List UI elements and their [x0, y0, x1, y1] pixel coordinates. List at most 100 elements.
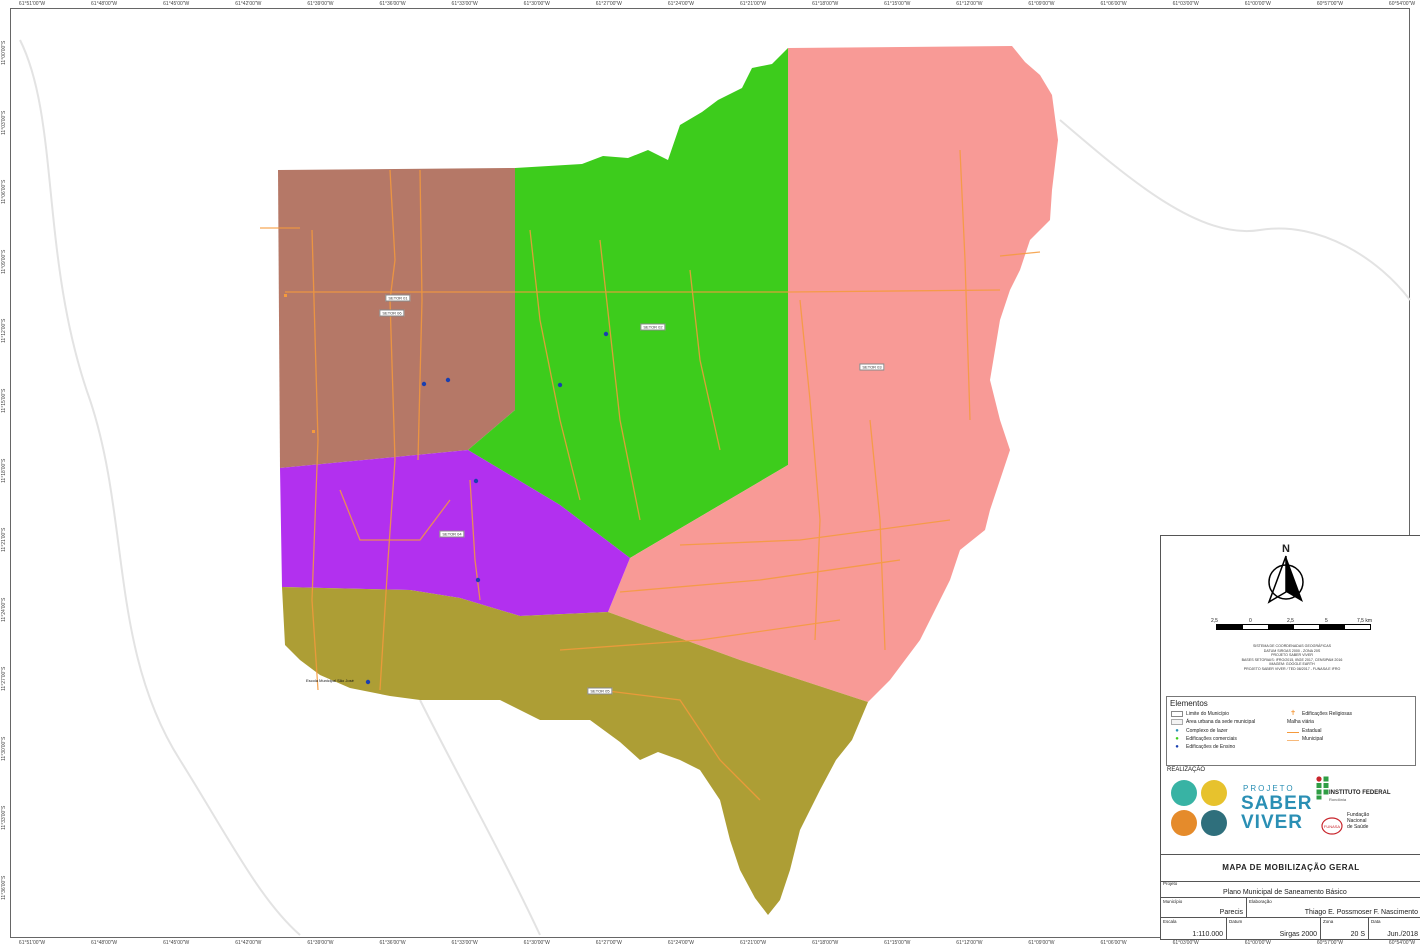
cell-value: Sirgas 2000: [1279, 931, 1317, 938]
top-tick-label: 61°18'00"W: [812, 1, 839, 7]
crs-notes: SISTEMA DE COORDENADAS GEOGRÁFICAS DATUM…: [1181, 644, 1403, 672]
bottom-tick-label: 61°51'00"W: [18, 940, 46, 946]
instituto-federal-logo-icon: [1316, 776, 1329, 800]
crs-line: PROJETO SABER VIVER: [1271, 653, 1313, 658]
school-marker-icon: ●: [1175, 744, 1179, 750]
bottom-tick-label: 61°24'00"W: [667, 940, 695, 946]
road-network: [260, 149, 1041, 801]
top-tick-label: 61°48'00"W: [91, 1, 118, 7]
zone-green[interactable]: [468, 48, 788, 558]
cell-value: Jun./2018: [1387, 931, 1418, 938]
bottom-tick-label: 61°09'00"W: [1028, 940, 1055, 946]
logo-projeto-text: PROJETO: [1243, 784, 1295, 793]
leisure-marker-icon: ●: [1175, 728, 1179, 734]
zone-olive[interactable]: [282, 587, 868, 915]
logo-viver-text: VIVER: [1241, 812, 1304, 833]
legend-item-ensino: ● Edificações de Ensino: [1171, 744, 1235, 750]
legend-label: Estadual: [1302, 728, 1322, 734]
cell-label: Data: [1371, 919, 1381, 924]
cell-label: Datum: [1229, 919, 1243, 924]
bottom-tick-label: 61°03'00"W: [1172, 940, 1199, 946]
legend-label: Edificações comerciais: [1186, 736, 1237, 742]
cell-label: Escala: [1163, 919, 1177, 924]
top-tick-label: 61°15'00"W: [884, 1, 911, 7]
realizacao-label: REALIZAÇÃO: [1167, 767, 1206, 773]
bottom-tick-label: 61°36'00"W: [379, 940, 406, 946]
legend-item-religiosas: ✝ Edificações Religiosas: [1287, 710, 1352, 717]
instituto-federal-text: INSTITUTO FEDERAL: [1329, 790, 1391, 796]
cell-municipio: Município Parecis: [1161, 898, 1247, 917]
top-tick-label: 61°21'00"W: [739, 1, 767, 7]
logo-circle-icon: [1171, 810, 1197, 836]
top-tick-label: 61°03'00"W: [1172, 1, 1199, 7]
legend-title: Elementos: [1170, 699, 1208, 708]
cell-projeto: Projeto Plano Municipal de Saneamento Bá…: [1161, 880, 1420, 897]
legend-item-lazer: ● Complexo de lazer: [1171, 728, 1228, 734]
top-tick-label: 61°42'00"W: [235, 1, 262, 7]
zone-brown[interactable]: [278, 168, 515, 468]
saber-viver-logo: PROJETO SABER VIVER: [1167, 776, 1312, 841]
crs-line: BASES SETORIAIS: IFRO/2015, IBGE 2017, C…: [1241, 657, 1343, 662]
zone-pink[interactable]: [608, 46, 1058, 702]
top-tick-label: 61°39'00"W: [307, 1, 334, 7]
commercial-marker-icon: ●: [1175, 736, 1179, 742]
cross-icon: ✝: [1290, 710, 1296, 717]
top-tick-label: 61°09'00"W: [1028, 1, 1055, 7]
scale-label: 2,5: [1211, 618, 1218, 624]
instituto-federal-sub: Rondônia: [1329, 797, 1347, 802]
zone-label-setor-01: SETOR 01: [385, 294, 411, 302]
legend-box: Elementos Limite do Município Área urban…: [1166, 696, 1416, 766]
top-tick-label: 61°51'00"W: [18, 1, 46, 7]
school-markers: [365, 331, 609, 685]
north-letter: N: [1282, 543, 1290, 555]
crs-line: SISTEMA DE COORDENADAS GEOGRÁFICAS: [1252, 644, 1332, 648]
top-tick-label: 61°30'00"W: [523, 1, 550, 7]
bottom-tick-label: 61°12'00"W: [956, 940, 983, 946]
logo-circle-icon: [1171, 780, 1197, 806]
logo-saber-text: SABER: [1241, 793, 1313, 814]
cell-elaboracao: Elaboração Thiago E. Possmoser F. Nascim…: [1247, 898, 1420, 917]
bottom-tick-label: 61°21'00"W: [739, 940, 767, 946]
bottom-tick-label: 61°06'00"W: [1100, 940, 1127, 946]
legend-item-limite: Limite do Município: [1171, 711, 1229, 717]
logo-circle-icon: [1201, 810, 1227, 836]
zone-label-setor-05: SETOR 05: [587, 687, 613, 695]
legend-label: Municipal: [1302, 736, 1324, 742]
map-title-box: MAPA DE MOBILIZAÇÃO GERAL: [1161, 854, 1420, 882]
bottom-tick-label: 61°00'00"W: [1244, 940, 1271, 946]
legend-item-municipal: Municipal: [1287, 736, 1323, 742]
municipal-road-swatch-icon: [1287, 738, 1299, 741]
cell-escala: Escala 1:110.000: [1161, 918, 1227, 939]
top-tick-label: 60°54'00"W: [1388, 1, 1416, 7]
legend-label: Edificações de Ensino: [1186, 744, 1236, 750]
cell-datum: Datum Sirgas 2000: [1227, 918, 1321, 939]
legend-label: Limite do Município: [1186, 711, 1230, 717]
crs-line: PROJETO SABER VIVER / TED 08/2017 - FUNA…: [1243, 666, 1341, 671]
bottom-tick-label: 61°48'00"W: [91, 940, 118, 946]
info-row-projeto: Projeto Plano Municipal de Saneamento Bá…: [1161, 880, 1420, 898]
funasa-text: Fundação Nacional de Saúde: [1347, 812, 1369, 830]
state-road-swatch-icon: [1287, 730, 1299, 733]
bottom-tick-label: 60°54'00"W: [1388, 940, 1416, 946]
top-tick-label: 61°45'00"W: [163, 1, 190, 7]
cell-value: 1:110.000: [1192, 931, 1223, 938]
background-boundary-line: [419, 699, 541, 936]
scale-bar: [1216, 624, 1371, 630]
info-row-escala: Escala 1:110.000 Datum Sirgas 2000 Zona …: [1161, 918, 1420, 939]
cell-label: Zona: [1323, 919, 1334, 924]
legend-item-comerciais: ● Edificações comerciais: [1171, 736, 1237, 742]
background-boundary-line: [1059, 119, 1411, 301]
crs-line: IMAGEM: GOOGLE EARTH: [1269, 662, 1315, 667]
top-tick-label: 60°57'00"W: [1316, 1, 1343, 7]
cell-value: Plano Municipal de Saneamento Básico: [1223, 889, 1347, 896]
funasa-line: de Saúde: [1347, 824, 1369, 830]
school-label: Escola Municipal São José: [306, 678, 354, 683]
cell-data: Data Jun./2018: [1369, 918, 1420, 939]
zone-label-setor-03: SETOR 03: [859, 363, 885, 371]
urban-area-swatch-icon: [1171, 719, 1183, 725]
scale-label: 7,5 km: [1357, 618, 1373, 624]
legend-label: Malha viária: [1287, 719, 1314, 725]
funasa-line: Nacional: [1347, 818, 1367, 824]
top-tick-label: 61°06'00"W: [1100, 1, 1127, 7]
